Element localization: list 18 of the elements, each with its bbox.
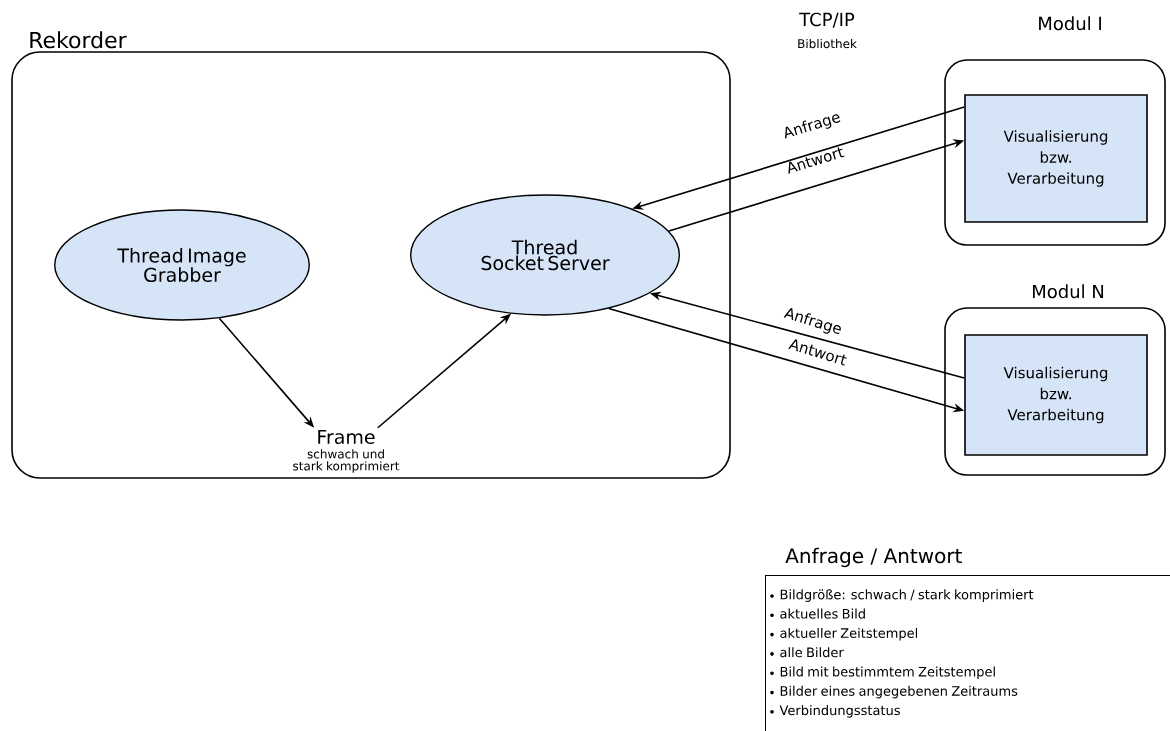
edge-label: Anfrage	[785, 114, 841, 139]
caption-text: schwach und stark komprimiert	[293, 449, 400, 473]
box-heading: Anfrage / Antwort	[785, 547, 962, 568]
node-label: aktueller Zeitstempel	[780, 627, 918, 641]
node-label: Bild mit bestimmtem Zeitstempel	[780, 666, 995, 680]
node-label: aktuelles Bild	[780, 608, 865, 619]
node-label: Bilder eines angegebenen Zeitraums	[780, 685, 1018, 699]
process-box: Visualisierung bzw. Verarbeitung	[964, 334, 1148, 456]
node-label: alle Bilder	[780, 647, 844, 658]
label-text: TCP/IP	[799, 12, 855, 28]
box-heading: Modul I	[1039, 16, 1101, 31]
box-heading: Modul N	[1033, 284, 1104, 299]
box-heading: Rekorder	[30, 31, 127, 49]
node-label: Bildgröße: schwach / stark komprimiert	[780, 589, 1034, 602]
node-label: Frame	[318, 429, 375, 445]
node-label: Verbindungsstatus	[779, 705, 900, 718]
process-box: Visualisierung bzw. Verarbeitung	[964, 94, 1148, 223]
label-text: Bibliothek	[798, 38, 857, 49]
